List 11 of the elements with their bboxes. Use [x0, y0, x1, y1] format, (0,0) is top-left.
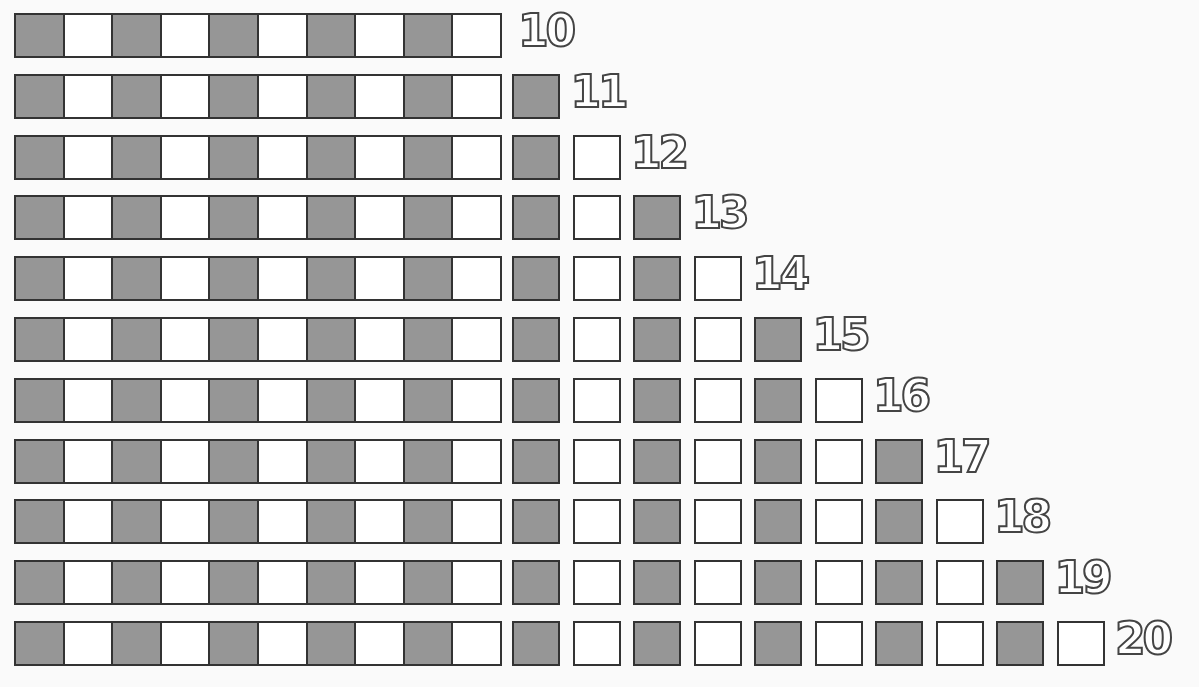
number-label: 16 [873, 373, 929, 418]
number-label: 17 [933, 434, 989, 479]
number-label: 10 [518, 9, 574, 53]
number-label: 13 [691, 191, 747, 236]
number-label: 12 [631, 130, 687, 175]
number-label: 20 [1115, 617, 1171, 661]
number-label: 11 [570, 69, 626, 114]
number-label: 19 [1054, 556, 1110, 601]
number-label: 14 [752, 252, 808, 297]
number-label: 18 [994, 495, 1050, 540]
number-label: 15 [812, 313, 868, 357]
